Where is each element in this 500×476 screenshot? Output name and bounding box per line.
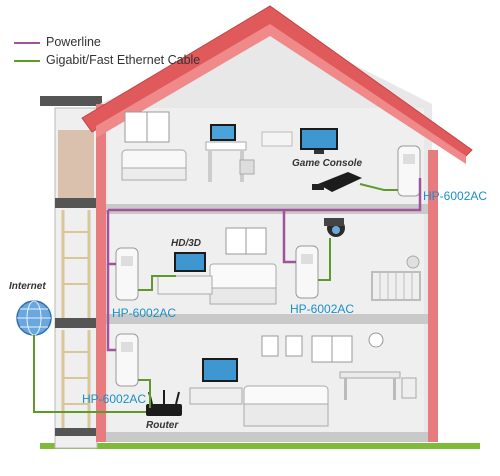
attic-room — [121, 111, 293, 182]
ethernet-cables — [33, 183, 398, 413]
adapter-label-top: HP-6002AC — [423, 189, 488, 203]
roof — [81, 5, 473, 164]
ethernet-swatch — [14, 59, 40, 62]
powerline-adapter-icon — [397, 145, 421, 197]
game-console-label: Game Console — [292, 158, 363, 169]
hd3d-label: HD/3D — [171, 238, 202, 249]
grass — [40, 443, 480, 449]
adapter-label-mid-right: HP-6002AC — [290, 302, 355, 316]
legend-label: Powerline — [46, 35, 101, 49]
adapter-label-mid-left: HP-6002AC — [112, 306, 177, 320]
internet-label: Internet — [9, 281, 46, 292]
powerline-adapter-icon — [115, 247, 139, 301]
powerline-adapter-icon — [115, 333, 139, 387]
legend-item-powerline: Powerline — [14, 35, 101, 49]
globe-icon — [16, 300, 52, 336]
camera-icon — [324, 218, 345, 237]
crib-icon — [371, 255, 421, 301]
monitor-icon — [210, 124, 236, 141]
legend-item-ethernet: Gigabit/Fast Ethernet Cable — [14, 53, 200, 67]
bottom-room — [189, 332, 417, 427]
powerline-adapter-icon — [295, 245, 319, 299]
tv-icon — [174, 252, 206, 272]
tv-icon — [202, 358, 238, 382]
adapter-label-bottom: HP-6002AC — [82, 392, 147, 406]
powerline-swatch — [14, 41, 40, 44]
tv-icon — [300, 128, 338, 154]
powerline-wiring — [106, 178, 422, 352]
router-label: Router — [146, 420, 179, 431]
middle-room — [157, 227, 277, 305]
legend-label: Gigabit/Fast Ethernet Cable — [46, 53, 201, 67]
game-console-icon — [312, 172, 362, 192]
router-icon — [146, 390, 182, 416]
